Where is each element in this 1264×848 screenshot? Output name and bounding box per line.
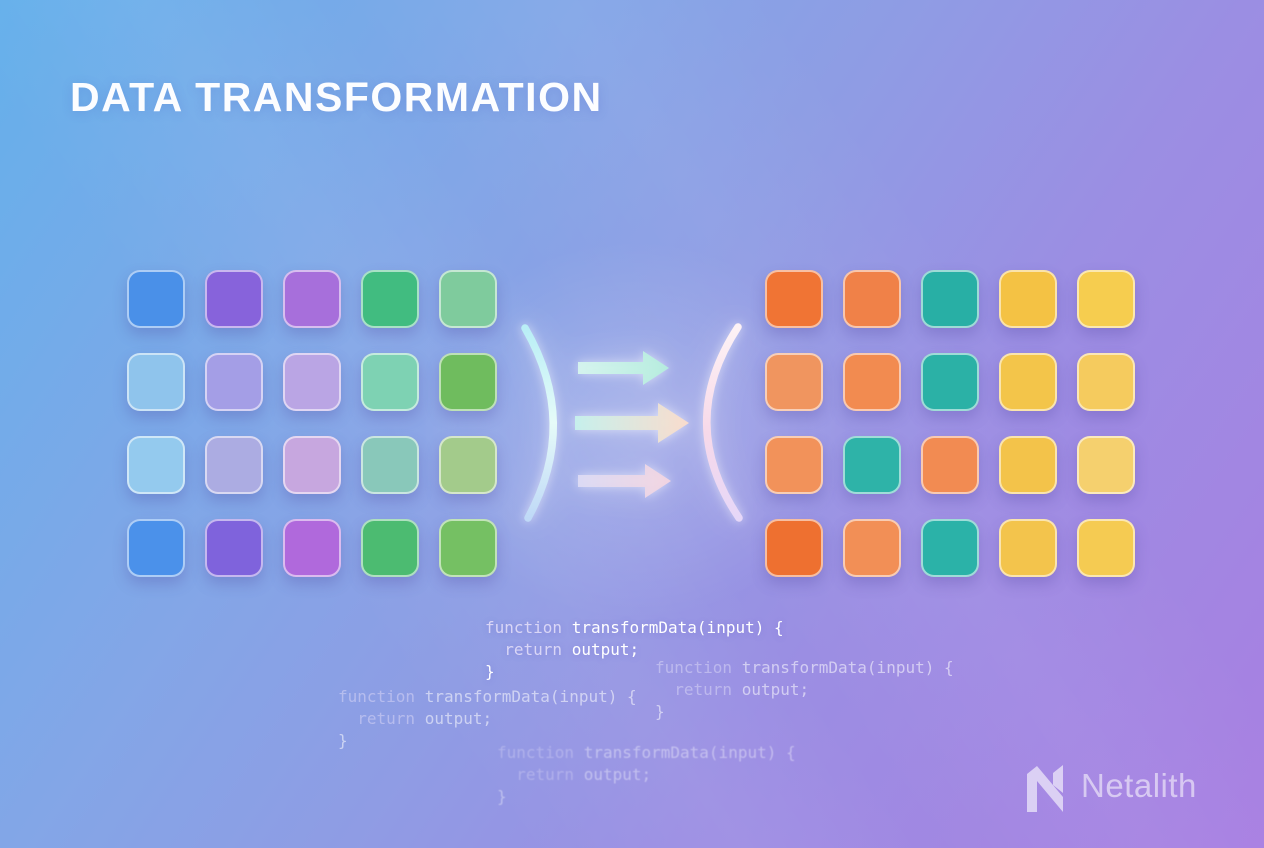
grid-cell — [765, 519, 823, 577]
paren-close-icon — [521, 324, 557, 522]
grid-cell — [843, 436, 901, 494]
code-keyword: function — [497, 743, 575, 762]
code-line: return output; — [655, 679, 954, 701]
grid-cell — [439, 270, 497, 328]
grid-cell — [999, 436, 1057, 494]
code-text: output; — [562, 640, 640, 659]
grid-cell — [205, 436, 263, 494]
grid-cell — [439, 519, 497, 577]
grid-cell — [205, 353, 263, 411]
grid-cell — [439, 353, 497, 411]
code-line: } — [497, 786, 796, 808]
grid-cell — [361, 519, 419, 577]
brand-logo: Netalith — [1022, 758, 1197, 814]
grid-cell — [921, 270, 979, 328]
right-arrow-icon — [578, 351, 669, 385]
code-line: } — [655, 701, 954, 723]
code-keyword: function — [338, 687, 416, 706]
code-text: } — [485, 662, 495, 681]
grid-cell — [843, 270, 901, 328]
right-arrow-icon — [575, 403, 689, 443]
code-line: return output; — [485, 639, 784, 661]
code-text: output; — [574, 765, 652, 784]
code-keyword: function — [655, 658, 733, 677]
netalith-n-icon — [1027, 765, 1063, 812]
code-line: } — [338, 730, 637, 752]
grid-cell — [361, 270, 419, 328]
code-line: function transformData(input) { — [485, 617, 784, 639]
code-text: } — [497, 787, 507, 806]
output-grid — [765, 270, 1135, 577]
grid-cell — [999, 519, 1057, 577]
grid-cell — [999, 353, 1057, 411]
grid-cell — [921, 519, 979, 577]
code-snippet: function transformData(input) { return o… — [485, 617, 784, 683]
code-text: } — [338, 731, 348, 750]
grid-cell — [921, 436, 979, 494]
code-line: function transformData(input) { — [338, 686, 637, 708]
code-line: return output; — [338, 708, 637, 730]
code-text: } — [655, 702, 665, 721]
grid-cell — [439, 436, 497, 494]
grid-cell — [361, 353, 419, 411]
transform-flow-graphic — [521, 323, 743, 522]
code-line: return output; — [497, 764, 796, 786]
code-line: function transformData(input) { — [655, 657, 954, 679]
grid-cell — [1077, 353, 1135, 411]
code-keyword: return — [485, 640, 563, 659]
grid-cell — [999, 270, 1057, 328]
code-text: transformData(input) { — [562, 618, 784, 637]
grid-cell — [127, 353, 185, 411]
code-text: output; — [415, 709, 493, 728]
code-snippet: function transformData(input) { return o… — [497, 742, 796, 808]
grid-cell — [921, 353, 979, 411]
code-text: transformData(input) { — [732, 658, 954, 677]
grid-cell — [205, 270, 263, 328]
grid-cell — [765, 436, 823, 494]
code-text: transformData(input) { — [574, 743, 796, 762]
grid-cell — [765, 353, 823, 411]
grid-cell — [283, 270, 341, 328]
code-text: transformData(input) { — [415, 687, 637, 706]
grid-cell — [1077, 519, 1135, 577]
input-grid — [127, 270, 497, 577]
paren-open-icon — [703, 323, 743, 522]
code-keyword: return — [338, 709, 416, 728]
code-snippet: function transformData(input) { return o… — [338, 686, 637, 752]
code-line: } — [485, 661, 784, 683]
code-text: output; — [732, 680, 810, 699]
page-title: DATA TRANSFORMATION — [70, 74, 603, 120]
grid-cell — [283, 519, 341, 577]
grid-cell — [1077, 270, 1135, 328]
right-arrow-icon — [578, 464, 671, 498]
code-snippet: function transformData(input) { return o… — [655, 657, 954, 723]
grid-cell — [1077, 436, 1135, 494]
code-keyword: return — [497, 765, 575, 784]
code-keyword: function — [485, 618, 563, 637]
brand-name: Netalith — [1081, 767, 1197, 804]
code-keyword: return — [655, 680, 733, 699]
grid-cell — [843, 353, 901, 411]
grid-cell — [361, 436, 419, 494]
grid-cell — [205, 519, 263, 577]
grid-cell — [283, 436, 341, 494]
code-line: function transformData(input) { — [497, 742, 796, 764]
grid-cell — [765, 270, 823, 328]
grid-cell — [127, 270, 185, 328]
grid-cell — [283, 353, 341, 411]
grid-cell — [127, 436, 185, 494]
grid-cell — [127, 519, 185, 577]
grid-cell — [843, 519, 901, 577]
